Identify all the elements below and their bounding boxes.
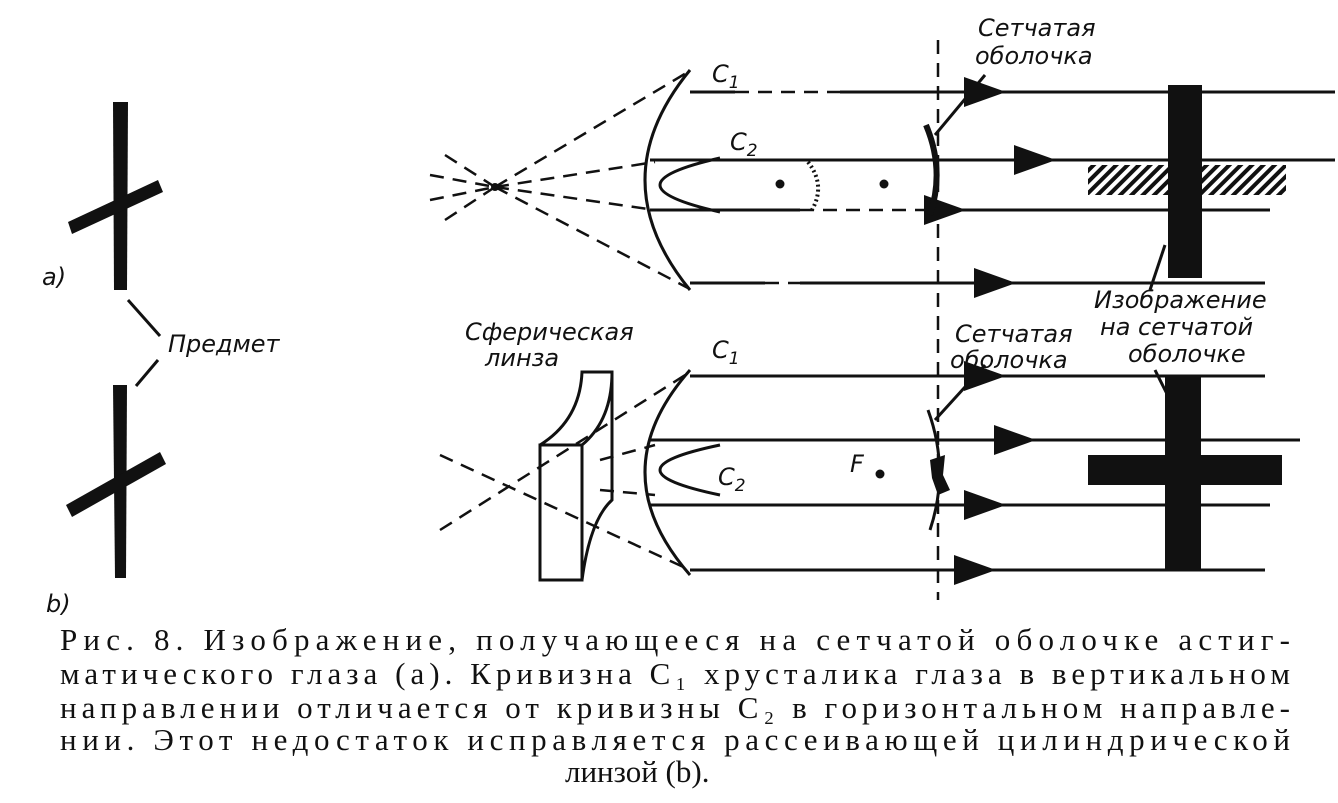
label-c2-top: C2	[730, 128, 758, 161]
cylindrical-lens	[538, 370, 614, 582]
leader-line	[134, 359, 160, 387]
caption-line: нии. Этот недостаток исправляется рассеи…	[60, 722, 1290, 757]
retina-arc	[923, 123, 940, 216]
caption-line: линзой (b).	[565, 754, 709, 789]
label-retina-bottom-1: Сетчатая	[955, 320, 1073, 348]
caption-line: направлении отличается от кривизны C₂ в …	[60, 690, 1290, 725]
eye-diagram-b	[439, 361, 1300, 585]
figure-caption: Рис. 8. Изображение, получающееся на сет…	[60, 622, 1290, 789]
lens-curvature-c1	[643, 69, 692, 291]
label-image-3: оболочке	[1128, 340, 1246, 368]
lens-curvature-c2	[658, 156, 721, 214]
label-retina-top-2: оболочка	[975, 42, 1093, 70]
label-image-2: на сетчатой	[1100, 313, 1253, 341]
label-c1-top: C1	[712, 60, 740, 93]
label-focus: F	[850, 450, 865, 478]
label-b: b)	[46, 590, 71, 618]
label-retina-bottom-2: оболочка	[950, 346, 1068, 374]
label-c1-bottom: C1	[712, 336, 740, 369]
caption-line: матического глаза (a). Кривизна C₁ хруст…	[60, 656, 1290, 691]
object-cross-b	[66, 385, 166, 578]
object-cross-a	[68, 102, 163, 290]
label-c2-bottom: C2	[718, 463, 746, 496]
label-spherical-lens-1: Сферическая	[465, 318, 634, 346]
retina-image-blurred-bar	[1088, 165, 1286, 195]
caption-line: Рис. 8. Изображение, получающееся на сет…	[60, 622, 1290, 657]
label-a: a)	[42, 263, 66, 291]
retina-image-horizontal-bar	[1088, 455, 1282, 485]
label-object: Предмет	[168, 330, 281, 358]
eye-diagram-a	[429, 69, 1335, 298]
leader-line	[126, 299, 162, 337]
label-image-1: Изображение	[1094, 286, 1267, 314]
label-spherical-lens-2: линза	[484, 344, 559, 372]
label-retina-top-1: Сетчатая	[978, 14, 1096, 42]
